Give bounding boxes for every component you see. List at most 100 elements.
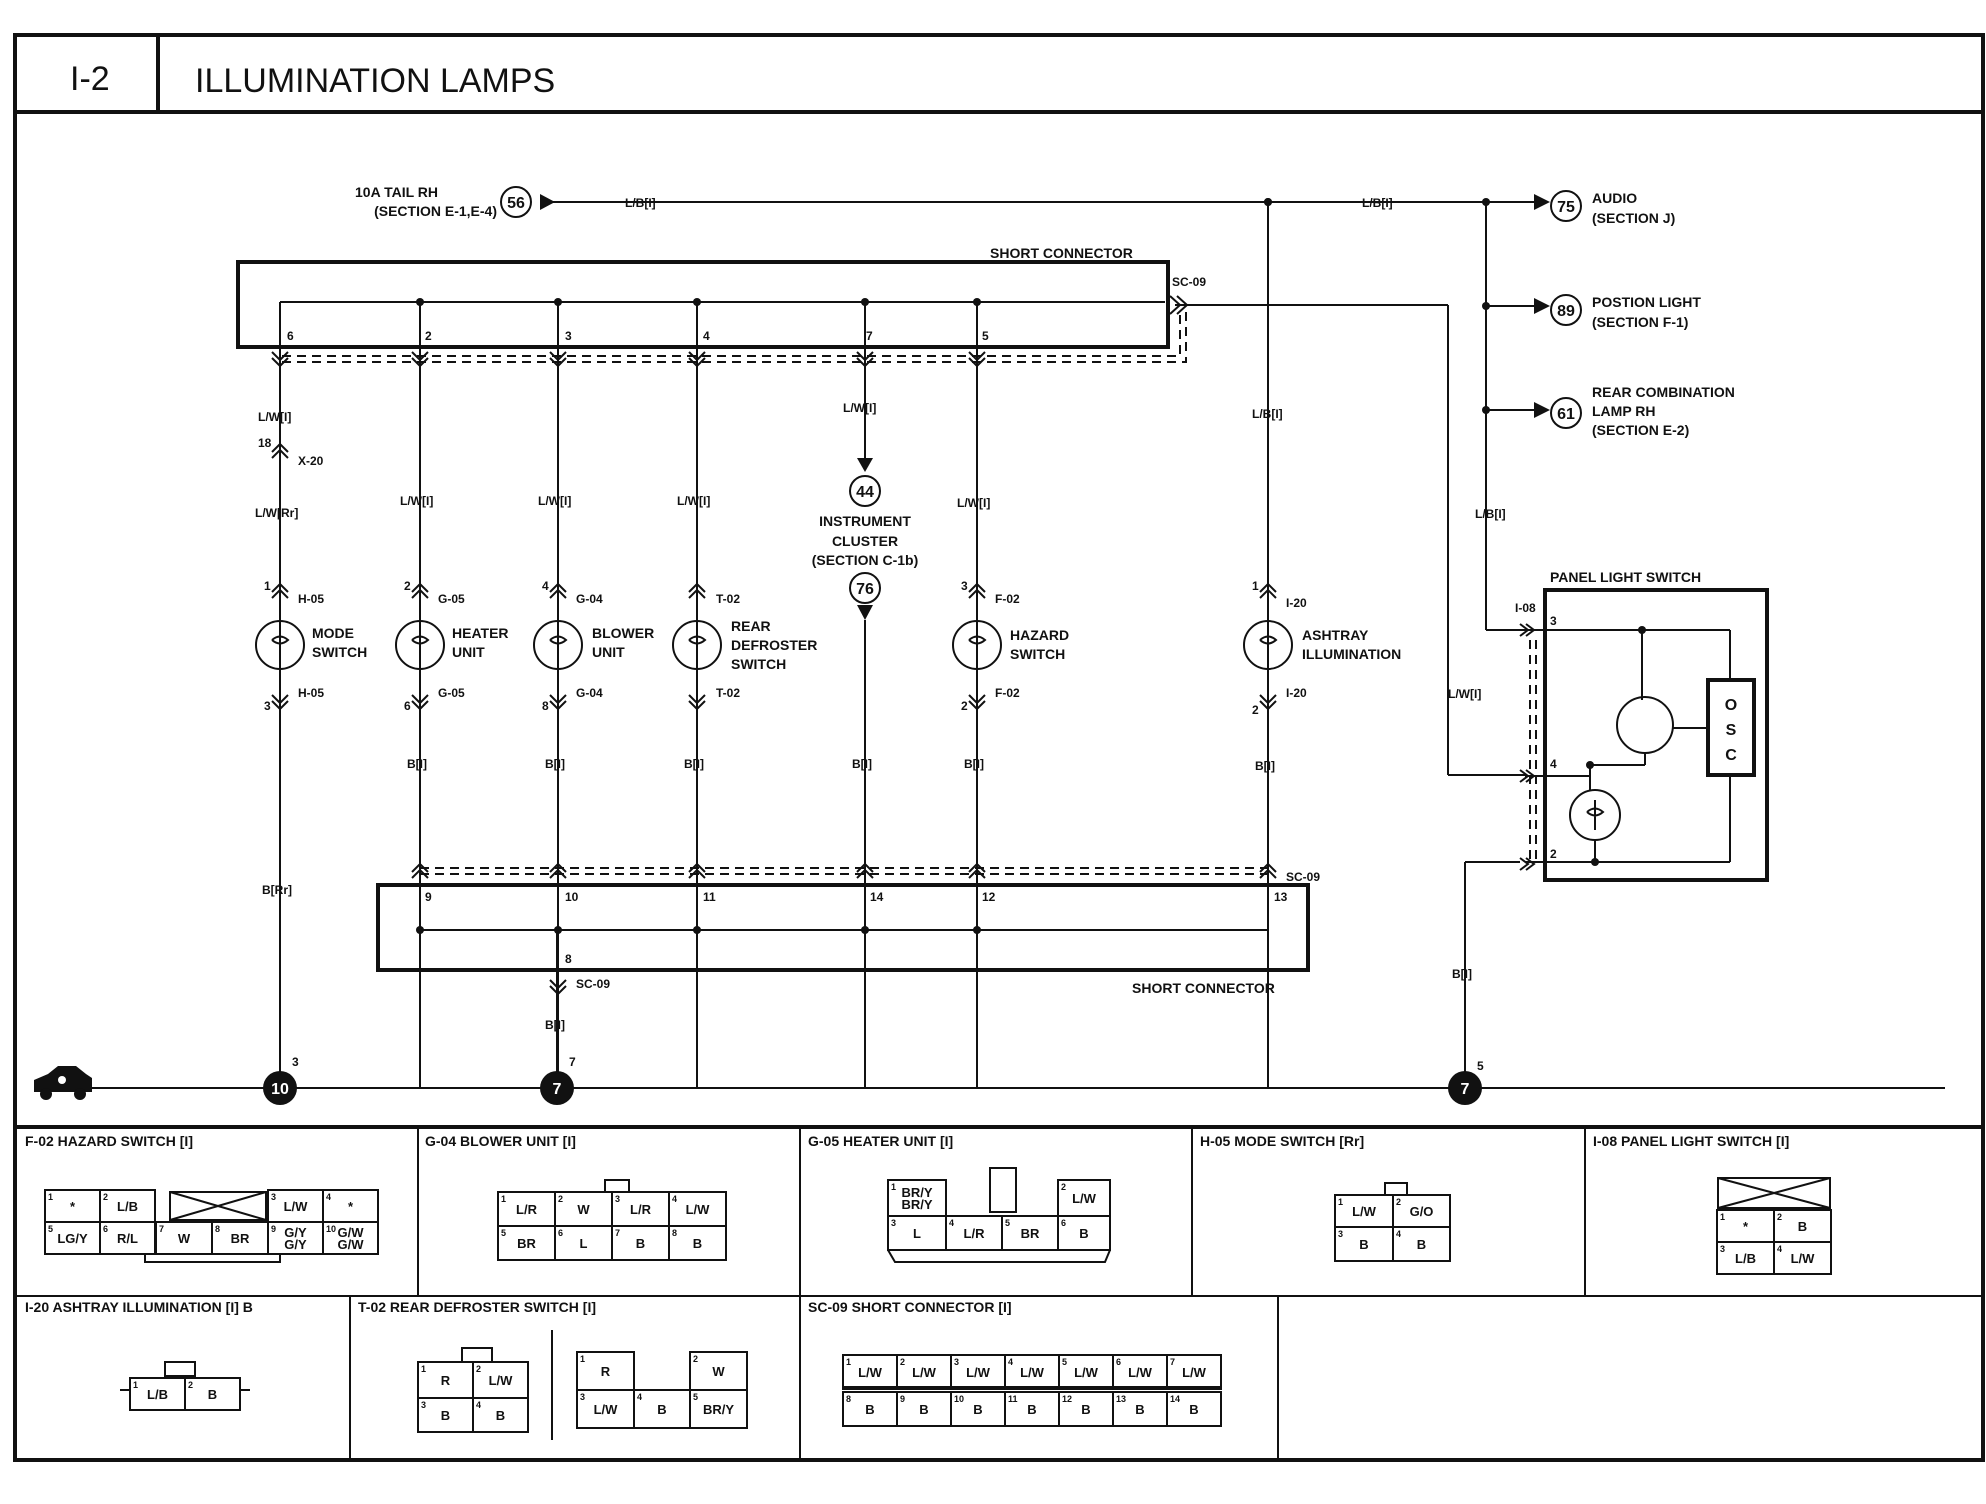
svg-text:7: 7 — [1170, 1357, 1175, 1367]
svg-text:4: 4 — [1396, 1229, 1401, 1239]
svg-text:L/W: L/W — [686, 1202, 711, 1217]
svg-text:B: B — [1081, 1402, 1090, 1417]
svg-text:B: B — [1359, 1237, 1368, 1252]
connector-pin-cell: 6L/W — [1112, 1354, 1168, 1390]
svg-text:2: 2 — [900, 1357, 905, 1367]
svg-text:4: 4 — [542, 579, 549, 593]
svg-text:G-04: G-04 — [576, 592, 603, 606]
connector-pin-cell: 7W — [155, 1221, 213, 1255]
connector-title: I-08 PANEL LIGHT SWITCH [I] — [1593, 1133, 1789, 1149]
osc-letter: C — [1725, 747, 1737, 764]
source-89-section: (SECTION F-1) — [1592, 314, 1688, 330]
connector-housing-outline — [169, 1191, 267, 1221]
connector-pin-cell: 11B — [1004, 1391, 1060, 1427]
wire-label: B[Rr] — [262, 883, 292, 897]
svg-text:*: * — [70, 1199, 76, 1214]
svg-text:L/W: L/W — [966, 1365, 991, 1380]
svg-text:6: 6 — [1061, 1218, 1066, 1228]
wire-label: B[I] — [545, 1018, 565, 1032]
svg-text:B: B — [1079, 1226, 1088, 1241]
source-89-circle — [1550, 294, 1582, 326]
cluster-label: INSTRUMENT — [819, 513, 911, 529]
connector-pin-cell: 4B — [633, 1389, 691, 1429]
svg-text:13: 13 — [1274, 890, 1288, 904]
x20-id: X-20 — [298, 454, 324, 468]
svg-text:6: 6 — [558, 1228, 563, 1238]
svg-text:L/W: L/W — [912, 1365, 937, 1380]
svg-text:7: 7 — [553, 1081, 562, 1098]
source-61-label-2: LAMP RH — [1592, 403, 1656, 419]
short-connector-label: SHORT CONNECTOR — [990, 245, 1133, 261]
svg-text:5: 5 — [1005, 1218, 1010, 1228]
svg-text:L/R: L/R — [964, 1226, 986, 1241]
connector-pin-cell: 3B — [417, 1397, 474, 1433]
connector-housing-outline — [887, 1249, 1111, 1263]
svg-text:3: 3 — [1720, 1244, 1725, 1254]
svg-text:L: L — [580, 1236, 588, 1251]
wire-label: B[I] — [545, 757, 565, 771]
svg-text:HAZARD: HAZARD — [1010, 627, 1069, 643]
wire-label: B[I] — [1452, 967, 1472, 981]
svg-text:2: 2 — [558, 1194, 563, 1204]
svg-text:1: 1 — [421, 1364, 426, 1374]
connector-pin-cell: 5BR — [1001, 1215, 1059, 1251]
svg-text:5: 5 — [1062, 1357, 1067, 1367]
svg-text:W: W — [178, 1231, 191, 1246]
svg-text:5: 5 — [1477, 1059, 1484, 1073]
connector-housing-outline — [144, 1254, 281, 1263]
svg-text:BR/Y: BR/Y — [901, 1185, 932, 1200]
column-wires — [279, 198, 1520, 1088]
connector-pin-cell: 2L/W — [472, 1361, 529, 1399]
connector-title: G-05 HEATER UNIT [I] — [808, 1133, 953, 1149]
cluster-44-circle — [849, 475, 881, 507]
source-61-circle — [1550, 397, 1582, 429]
svg-text:ASHTRAY: ASHTRAY — [1302, 627, 1369, 643]
svg-text:G-05: G-05 — [438, 592, 465, 606]
svg-text:11: 11 — [1008, 1394, 1018, 1404]
connector-housing-outline — [461, 1347, 493, 1363]
wire-label: L/W[I] — [843, 401, 876, 415]
svg-text:HEATER: HEATER — [452, 625, 509, 641]
connector-pin-cell: 1R — [417, 1361, 474, 1399]
svg-text:G/W: G/W — [338, 1237, 365, 1252]
cluster-bottom-number: 76 — [856, 581, 874, 598]
wire-label: L/W[I] — [538, 494, 571, 508]
wire-label: B[I] — [684, 757, 704, 771]
svg-text:12: 12 — [1062, 1394, 1072, 1404]
svg-text:2: 2 — [693, 1354, 698, 1364]
svg-text:L/B: L/B — [117, 1199, 138, 1214]
svg-text:1: 1 — [1338, 1197, 1343, 1207]
inline-connectors-top — [271, 351, 986, 368]
wire-label: L/B[I] — [1475, 507, 1506, 521]
connector-pin-cell: 1L/B — [129, 1377, 186, 1411]
connector-pin-cell: 3B — [1334, 1226, 1394, 1262]
connector-pin-cell: 7B — [611, 1225, 670, 1261]
connector-pin-cell: 9B — [896, 1391, 952, 1427]
connector-pin-cell: 1R — [576, 1351, 635, 1391]
svg-text:B: B — [657, 1402, 666, 1417]
connector-pin-cell: 1L/W — [842, 1354, 898, 1390]
svg-text:2: 2 — [1396, 1197, 1401, 1207]
svg-text:3: 3 — [271, 1192, 276, 1202]
svg-text:12: 12 — [982, 890, 996, 904]
svg-text:9: 9 — [425, 890, 432, 904]
wire-label: L/B[I] — [1252, 407, 1283, 421]
svg-text:3: 3 — [961, 579, 968, 593]
source-75-section: (SECTION J) — [1592, 210, 1675, 226]
svg-text:1: 1 — [1720, 1212, 1725, 1222]
connector-pin-cell: 8B — [842, 1391, 898, 1427]
source-75-circle — [1550, 190, 1582, 222]
svg-text:1: 1 — [501, 1194, 506, 1204]
connector-pin-cell: 3L/R — [611, 1191, 670, 1227]
svg-text:H-05: H-05 — [298, 686, 324, 700]
svg-text:T-02: T-02 — [716, 592, 740, 606]
svg-text:14: 14 — [870, 890, 884, 904]
connector-pin-cell: 3L/B — [1716, 1241, 1775, 1275]
source-56-label: 10A TAIL RH — [355, 184, 438, 200]
connector-pin-cell: 4L/W — [1004, 1354, 1060, 1390]
svg-text:L/W: L/W — [1791, 1251, 1816, 1266]
svg-text:L/W: L/W — [1020, 1365, 1045, 1380]
connector-pin-cell: 13B — [1112, 1391, 1168, 1427]
